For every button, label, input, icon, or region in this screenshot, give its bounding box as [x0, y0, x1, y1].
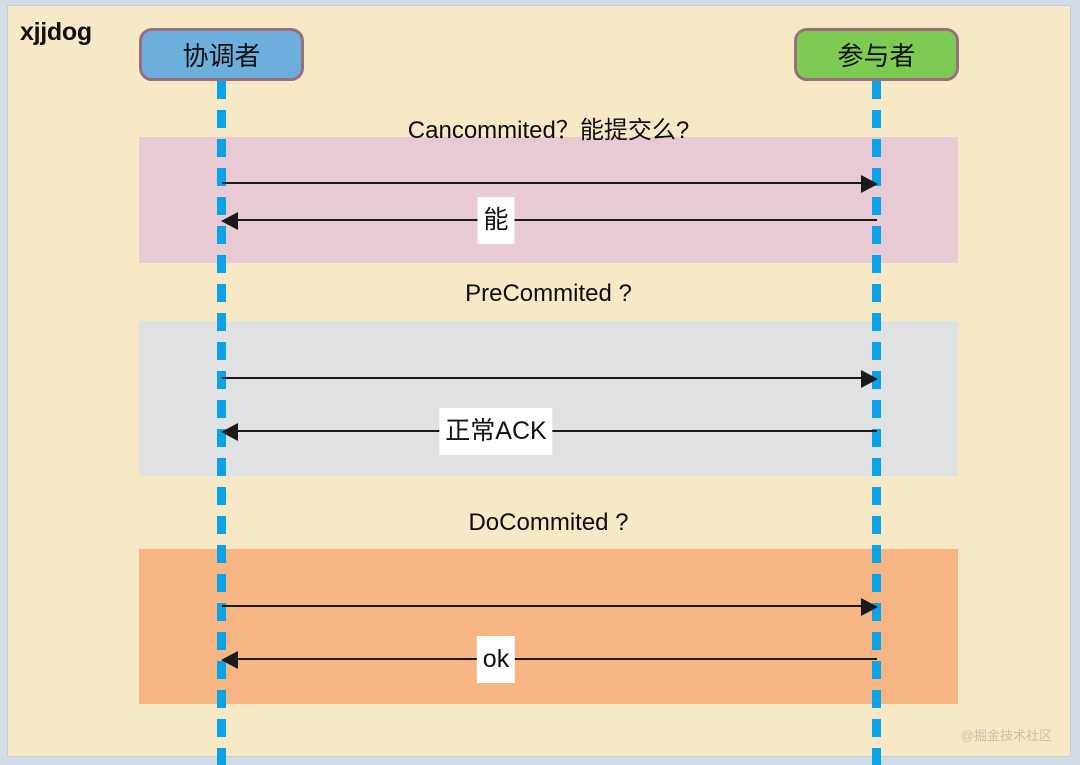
- message-arrow-do-commit-request: [222, 605, 863, 607]
- corner-watermark: @掘金技术社区: [960, 728, 1052, 743]
- phase-band-do-commit: [139, 549, 958, 704]
- phase-title-can-commit: Cancommited？能提交么?: [407, 117, 690, 144]
- arrowhead-do-commit-reply: [221, 651, 238, 669]
- diagram-area: xjjdog 协调者 参与者 Cancommited？能提交么? 能 PreCo…: [7, 5, 1071, 765]
- phase-title-pre-commit: PreCommited ?: [465, 280, 632, 307]
- actor-coordinator[interactable]: 协调者: [139, 28, 304, 81]
- message-label-can-commit-reply: 能: [477, 197, 515, 244]
- actor-participant-label: 参与者: [837, 41, 916, 71]
- phase-title-do-commit: DoCommited ?: [468, 509, 629, 536]
- actor-coordinator-label: 协调者: [182, 41, 261, 71]
- phase-band-can-commit: [139, 137, 958, 263]
- lifeline-participant: [872, 81, 881, 765]
- actor-participant[interactable]: 参与者: [794, 28, 959, 81]
- arrowhead-can-commit-reply: [221, 212, 238, 230]
- message-label-do-commit-reply: ok: [476, 636, 516, 683]
- message-arrow-pre-commit-request: [222, 377, 863, 379]
- arrowhead-pre-commit-request: [861, 370, 878, 388]
- arrowhead-do-commit-request: [861, 598, 878, 616]
- message-arrow-pre-commit-reply: [230, 430, 877, 432]
- message-label-pre-commit-reply: 正常ACK: [439, 408, 553, 455]
- arrowhead-pre-commit-reply: [221, 423, 238, 441]
- arrowhead-can-commit-request: [861, 175, 878, 193]
- message-arrow-do-commit-reply: [230, 658, 877, 660]
- message-arrow-can-commit-reply: [230, 219, 877, 221]
- message-arrow-can-commit-request: [222, 182, 863, 184]
- brand-watermark: xjjdog: [20, 18, 92, 46]
